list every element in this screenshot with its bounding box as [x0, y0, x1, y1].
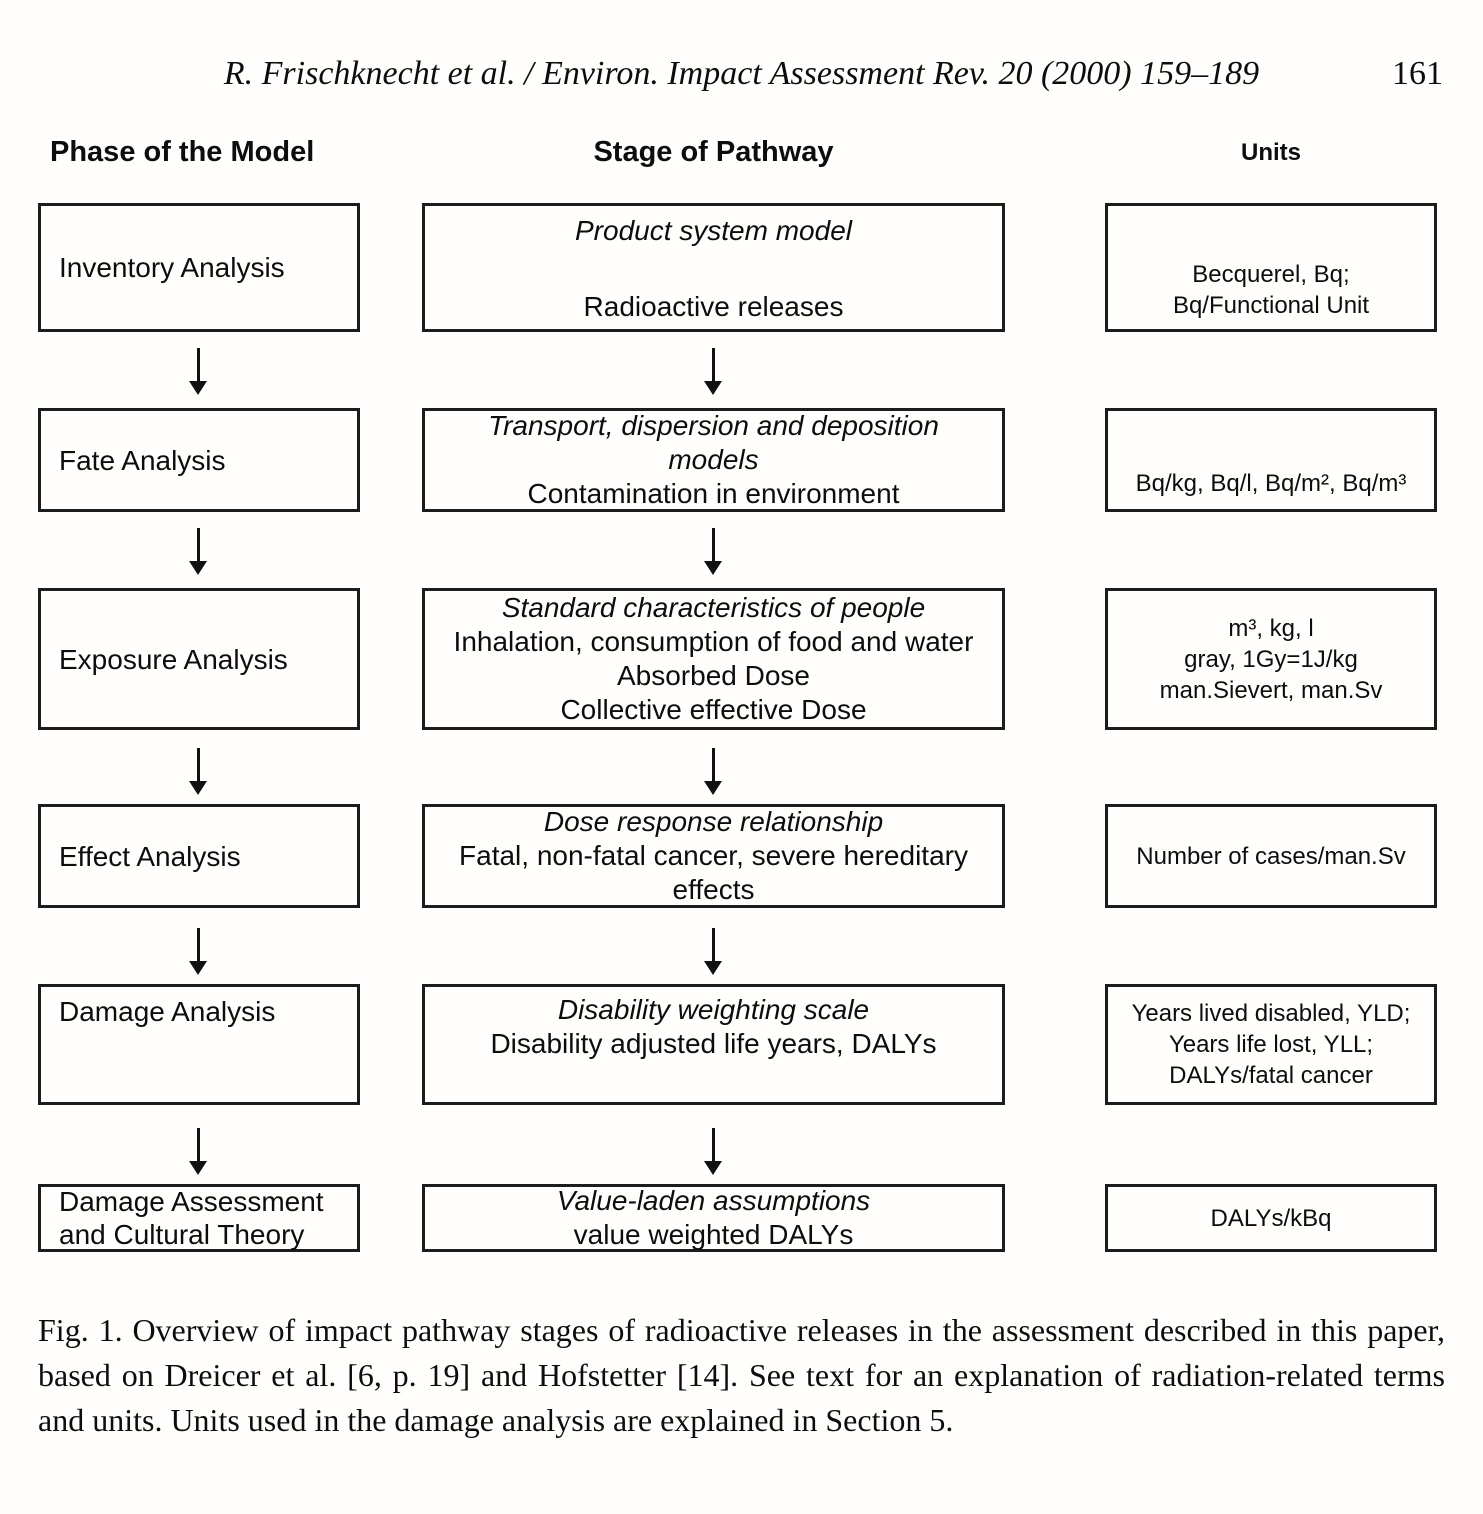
units-label: m³, kg, l gray, 1Gy=1J/kg man.Sievert, m…	[1159, 614, 1383, 704]
stage-box-standard-characteristics: Standard characteristics of people Inhal…	[422, 588, 1005, 730]
stage-body: Disability adjusted life years, DALYs	[490, 1028, 937, 1059]
phase-label: Damage Analysis	[59, 996, 276, 1027]
units-box-dalys-kbq: DALYs/kBq	[1105, 1184, 1437, 1252]
units-label: DALYs/kBq	[1210, 1204, 1332, 1232]
stage-body: Fatal, non-fatal cancer, severe heredita…	[459, 840, 968, 905]
units-label: Becquerel, Bq; Bq/Functional Unit	[1172, 261, 1370, 319]
down-arrow-icon	[185, 928, 211, 975]
down-arrow-icon	[700, 348, 726, 395]
phase-label: Exposure Analysis	[59, 643, 288, 675]
column-header-units: Units	[1241, 139, 1301, 166]
stage-title: Standard characteristics of people	[501, 592, 926, 623]
stage-title: Product system model	[575, 215, 852, 246]
stage-title: Value-laden assumptions	[556, 1185, 871, 1216]
running-title: R. Frischknecht et al. / Environ. Impact…	[223, 55, 1260, 92]
phase-box-inventory-analysis: Inventory Analysis	[38, 203, 360, 332]
figure-caption: Fig. 1. Overview of impact pathway stage…	[38, 1312, 1445, 1438]
units-box-dose: m³, kg, l gray, 1Gy=1J/kg man.Sievert, m…	[1105, 588, 1437, 730]
page-number: 161	[1392, 55, 1443, 92]
phase-label: Fate Analysis	[59, 444, 226, 476]
phase-box-exposure-analysis: Exposure Analysis	[38, 588, 360, 730]
down-arrow-icon	[700, 528, 726, 575]
stage-title: Disability weighting scale	[557, 994, 870, 1025]
phase-box-fate-analysis: Fate Analysis	[38, 408, 360, 512]
phase-label: Inventory Analysis	[59, 252, 285, 283]
phase-box-damage-analysis: Damage Analysis	[38, 984, 360, 1105]
down-arrow-icon	[700, 748, 726, 795]
stage-box-dose-response: Dose response relationship Fatal, non-fa…	[422, 804, 1005, 908]
units-box-cases: Number of cases/man.Sv	[1105, 804, 1437, 908]
units-label: Years lived disabled, YLD; Years life lo…	[1131, 1000, 1411, 1089]
down-arrow-icon	[700, 1128, 726, 1175]
stage-box-disability-weighting: Disability weighting scale Disability ad…	[422, 984, 1005, 1105]
units-label: Number of cases/man.Sv	[1136, 842, 1406, 870]
units-box-daly-years: Years lived disabled, YLD; Years life lo…	[1105, 984, 1437, 1105]
stage-title: Dose response relationship	[543, 806, 884, 837]
units-box-bq-per-medium: Bq/kg, Bq/l, Bq/m², Bq/m³	[1105, 408, 1437, 512]
phase-label: Damage Assessment and Cultural Theory	[59, 1186, 324, 1250]
phase-label: Effect Analysis	[59, 840, 241, 872]
stage-box-transport-dispersion: Transport, dispersion and deposition mod…	[422, 408, 1005, 512]
stage-body: Radioactive releases	[583, 291, 844, 322]
phase-box-damage-assessment: Damage Assessment and Cultural Theory	[38, 1184, 360, 1252]
column-header-stage: Stage of Pathway	[593, 136, 834, 168]
down-arrow-icon	[185, 748, 211, 795]
stage-box-product-system-model: Product system model Radioactive release…	[422, 203, 1005, 332]
units-box-becquerel: Becquerel, Bq; Bq/Functional Unit	[1105, 203, 1437, 332]
units-label: Bq/kg, Bq/l, Bq/m², Bq/m³	[1135, 470, 1407, 497]
column-header-phase: Phase of the Model	[50, 136, 315, 168]
stage-box-value-laden: Value-laden assumptions value weighted D…	[422, 1184, 1005, 1252]
down-arrow-icon	[700, 928, 726, 975]
phase-box-effect-analysis: Effect Analysis	[38, 804, 360, 908]
stage-title: Transport, dispersion and deposition mod…	[488, 410, 939, 475]
down-arrow-icon	[185, 348, 211, 395]
stage-body: Contamination in environment	[527, 478, 900, 509]
down-arrow-icon	[185, 1128, 211, 1175]
down-arrow-icon	[185, 528, 211, 575]
stage-body: Inhalation, consumption of food and wate…	[453, 626, 974, 725]
stage-body: value weighted DALYs	[573, 1219, 854, 1250]
